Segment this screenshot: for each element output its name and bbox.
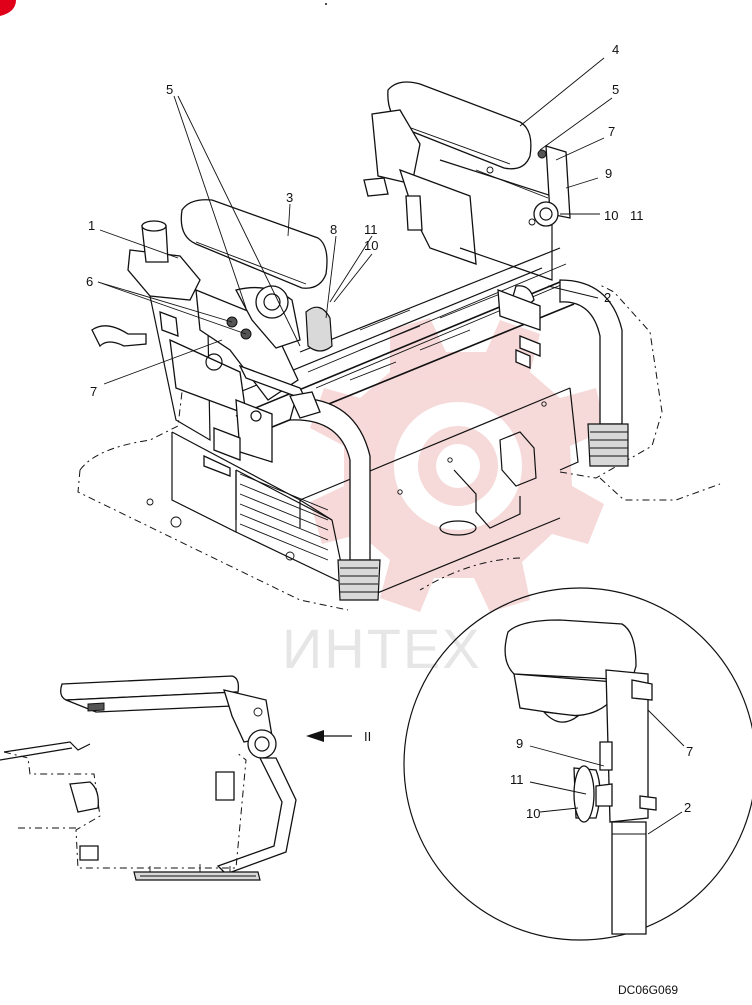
callout-11-right: 11 bbox=[630, 208, 644, 223]
rear-support-tube bbox=[559, 279, 629, 467]
detail-callout-2: 2 bbox=[684, 800, 691, 815]
dot-mark bbox=[325, 3, 327, 5]
view-direction-arrow: II bbox=[306, 729, 371, 744]
callout-5-right: 5 bbox=[612, 82, 619, 97]
figure-code: DC06G069 bbox=[618, 983, 678, 997]
callout-11-left: 11 bbox=[364, 222, 378, 237]
left-armrest bbox=[180, 199, 333, 352]
callout-10-left: 10 bbox=[364, 238, 378, 253]
seat-frame bbox=[146, 247, 579, 597]
detail-callouts: 9 11 10 7 2 bbox=[510, 736, 693, 821]
side-vent-grille bbox=[235, 470, 329, 561]
view-marker-label: II bbox=[364, 729, 371, 744]
main-leader-lines bbox=[97, 57, 613, 385]
floor-plate-outline bbox=[77, 283, 721, 611]
corner-accent bbox=[0, 0, 16, 16]
watermark-text: ИНТЕХ bbox=[282, 617, 482, 680]
callout-6: 6 bbox=[86, 274, 93, 289]
callout-3: 3 bbox=[286, 190, 293, 205]
detail-view-circle bbox=[403, 587, 752, 941]
left-hose bbox=[91, 325, 147, 348]
right-armrest bbox=[363, 81, 571, 369]
callout-1: 1 bbox=[88, 218, 95, 233]
watermark-logo bbox=[310, 318, 606, 612]
side-view bbox=[0, 675, 297, 881]
main-callouts: 4 5 7 9 10 11 5 3 1 6 8 11 10 7 2 bbox=[86, 42, 644, 399]
detail-callout-11: 11 bbox=[510, 772, 524, 787]
callout-9-right: 9 bbox=[605, 166, 612, 181]
detail-callout-7: 7 bbox=[686, 744, 693, 759]
callout-8: 8 bbox=[330, 222, 337, 237]
callout-2: 2 bbox=[604, 290, 611, 305]
detail-callout-9: 9 bbox=[516, 736, 523, 751]
callout-7-left: 7 bbox=[90, 384, 97, 399]
callout-7-right: 7 bbox=[608, 124, 615, 139]
detail-callout-10: 10 bbox=[526, 806, 540, 821]
callout-4: 4 bbox=[612, 42, 619, 57]
callout-10-right: 10 bbox=[604, 208, 618, 223]
front-support-tube bbox=[289, 397, 381, 601]
callout-5-left: 5 bbox=[166, 82, 173, 97]
left-control-console bbox=[127, 220, 321, 477]
